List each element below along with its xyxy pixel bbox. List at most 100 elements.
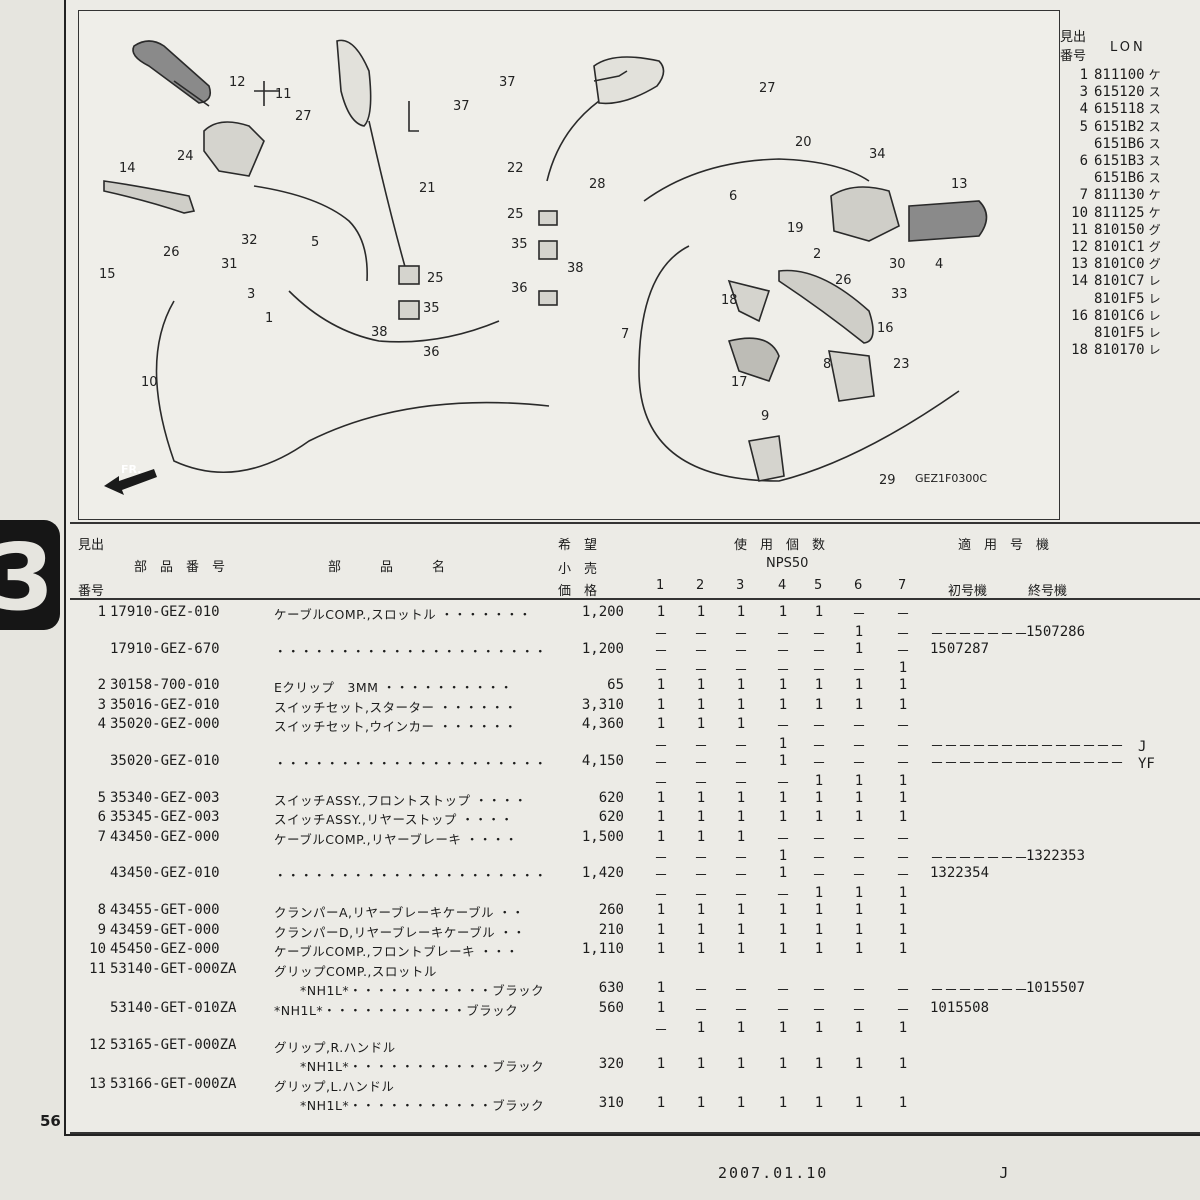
table-row: 17910-GEZ-670・・・・・・・・・・・・・・・・・・・・・1,200－…: [78, 641, 1200, 661]
qty-col-header: 4: [778, 578, 787, 593]
table-row: －－－1－－－－－－－－－－1322353: [78, 848, 1200, 868]
row-qty: 1: [696, 677, 706, 694]
row-qty: －: [852, 868, 866, 885]
side-row-num: 7: [1079, 187, 1088, 204]
header-kibou: 希 望: [558, 538, 598, 553]
diagram-drawing: [103, 39, 988, 495]
row-price: 320: [598, 1056, 624, 1073]
row-part-name: *NH1L*・・・・・・・・・・・ブラック: [274, 1003, 519, 1018]
side-row-num: 14: [1071, 273, 1088, 290]
side-row-code: 810150: [1094, 221, 1145, 238]
row-part-name: スイッチASSY.,フロントストップ ・・・・: [274, 792, 527, 808]
row-part-number: 35016-GEZ-010: [110, 696, 220, 713]
callout-13: 13: [951, 177, 968, 192]
row-qty: 1: [696, 696, 706, 713]
row-qty: 1: [736, 696, 746, 713]
row-qty: 1: [778, 789, 788, 806]
row-ref-number: 10: [89, 941, 106, 958]
row-part-name: クランパーD,リヤーブレーキケーブル ・・: [274, 924, 526, 940]
side-row-num: 5: [1079, 118, 1088, 135]
print-date-value: 2007.01.10: [718, 1164, 829, 1182]
row-price: 620: [598, 809, 624, 826]
callout-16: 16: [877, 321, 894, 336]
row-qty: －: [852, 719, 866, 736]
row-qty: －: [694, 739, 708, 755]
row-ref-number: 13: [89, 1075, 106, 1092]
row-ref-number: 7: [97, 828, 106, 845]
header-model: NPS50: [766, 556, 809, 571]
row-qty: －: [654, 756, 668, 772]
side-row-code: 811125: [1094, 204, 1145, 221]
row-qty: －: [896, 868, 910, 885]
row-qty: 1: [814, 1056, 824, 1073]
row-price: 1,420: [581, 865, 624, 882]
row-qty: 1: [854, 941, 864, 958]
callout-21: 21: [419, 181, 436, 196]
row-qty: －: [734, 888, 748, 904]
row-qty: 1: [696, 809, 706, 826]
row-qty: 1: [736, 902, 746, 918]
row-part-number: 53140-GET-010ZA: [110, 1000, 237, 1016]
side-row-num: 13: [1071, 256, 1088, 273]
callout-15: 15: [99, 267, 116, 282]
row-qty: －: [812, 983, 826, 1000]
row-qty: 1: [696, 1056, 706, 1073]
row-part-name: グリップ,R.ハンドル: [274, 1039, 396, 1055]
row-qty: －: [852, 756, 866, 772]
row-part-number: 30158-700-010: [110, 677, 220, 694]
divider-bottom: [70, 1132, 1200, 1134]
side-row-kana: ス: [1148, 85, 1161, 100]
row-qty: 1: [898, 941, 908, 958]
row-qty: －: [852, 663, 866, 680]
row-part-name: ・・・・・・・・・・・・・・・・・・・・・: [274, 868, 548, 884]
section-tab-label: 3: [0, 524, 54, 631]
row-qty: －: [654, 851, 668, 868]
row-qty: 1: [778, 696, 788, 713]
row-qty: 1: [736, 809, 746, 826]
callout-10: 10: [141, 375, 158, 390]
side-row-code: 6151B3: [1094, 153, 1145, 169]
row-qty: 1: [656, 902, 666, 918]
row-qty: 1: [778, 1095, 788, 1112]
side-row-code: 811100: [1094, 67, 1145, 83]
table-row: －－－－－1－－－－－－－－1507286: [78, 624, 1200, 644]
table-row: 35020-GEZ-010・・・・・・・・・・・・・・・・・・・・・4,150－…: [78, 753, 1200, 773]
row-qty: 1: [656, 716, 666, 733]
side-row-kana: ケ: [1148, 205, 1161, 220]
side-row-num: 11: [1071, 221, 1088, 238]
row-last-serial: －－－－－－－ YF: [1026, 756, 1155, 772]
row-qty: 1: [814, 604, 824, 620]
row-qty: －: [654, 868, 668, 885]
row-part-number: 35020-GEZ-000: [110, 716, 220, 733]
row-qty: －: [896, 983, 910, 1000]
row-qty: －: [694, 983, 708, 1000]
callout-1: 1: [265, 311, 274, 326]
row-qty: 1: [854, 696, 864, 713]
row-qty: －: [654, 888, 668, 904]
row-ref-number: 3: [97, 696, 106, 713]
row-part-number: 53165-GET-000ZA: [110, 1036, 237, 1053]
row-price: 1,110: [581, 941, 624, 958]
row-qty: －: [896, 607, 910, 623]
side-row-kana: ス: [1148, 154, 1161, 168]
side-row-kana: レ: [1148, 274, 1161, 289]
row-qty: －: [896, 719, 910, 736]
row-qty: 1: [656, 828, 666, 845]
row-qty: 1: [656, 1000, 666, 1016]
side-row-num: 18: [1071, 342, 1088, 359]
row-qty: 1: [778, 921, 788, 938]
side-row-num: 16: [1071, 307, 1088, 324]
row-qty: －: [694, 663, 708, 680]
row-qty: 1: [898, 921, 908, 938]
header-midashi: 見出: [78, 538, 105, 553]
row-qty: 1: [696, 1095, 706, 1112]
row-qty: －: [776, 626, 790, 643]
